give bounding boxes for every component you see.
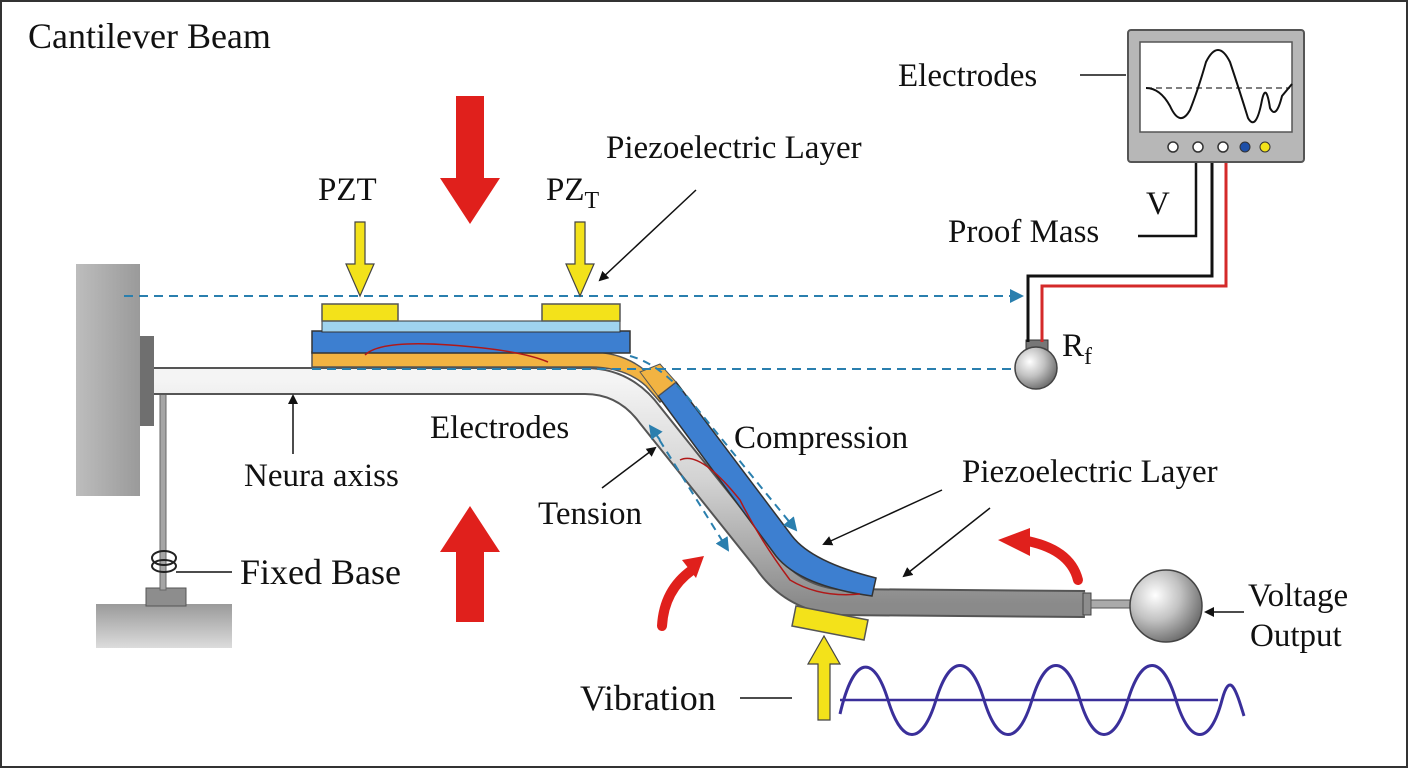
piezo-layer-slope bbox=[656, 380, 877, 597]
compression-dashed-arrow bbox=[629, 355, 798, 532]
label-compression: Compression bbox=[734, 420, 908, 456]
base-mount bbox=[145, 587, 187, 607]
leader-piezo-bottom-1 bbox=[822, 489, 943, 546]
pzt-pad-bottom bbox=[791, 605, 869, 641]
force-arrow-up bbox=[440, 506, 500, 622]
label-electrodes-mid: Electrodes bbox=[430, 410, 569, 446]
leader-tension bbox=[601, 446, 657, 489]
spring-coil-2 bbox=[151, 559, 177, 573]
tension-dashed-arrow bbox=[651, 427, 730, 552]
label-pzt-right: PZT bbox=[546, 172, 600, 214]
wire-black bbox=[1026, 160, 1214, 342]
label-pzt-right-sub: T bbox=[585, 188, 600, 214]
label-pzt-left: PZT bbox=[318, 172, 377, 208]
label-piezo-layer-top: Piezoelectric Layer bbox=[606, 130, 862, 166]
fixed-wall bbox=[76, 264, 140, 496]
diagram-title: Cantilever Beam bbox=[28, 16, 271, 56]
spring-coil bbox=[151, 550, 177, 566]
internal-wire-1 bbox=[364, 343, 549, 363]
pzt-arrow-left bbox=[345, 221, 375, 298]
piezo-layer-top bbox=[311, 330, 631, 354]
label-neutral-axis: Neura axiss bbox=[244, 458, 399, 494]
mass-rod bbox=[1090, 599, 1134, 609]
label-v: V bbox=[1146, 186, 1170, 222]
label-rf-main: R bbox=[1062, 328, 1084, 364]
pzt-pad-left bbox=[321, 303, 399, 322]
label-rf: Rf bbox=[1062, 328, 1092, 370]
pzt-arrow-right bbox=[565, 221, 595, 298]
pzt-pad-right bbox=[541, 303, 621, 322]
clamp-plate bbox=[140, 336, 154, 426]
label-electrodes-top: Electrodes bbox=[898, 58, 1037, 94]
rotation-arrow-right bbox=[1017, 535, 1083, 585]
label-fixed-base: Fixed Base bbox=[240, 552, 401, 592]
rotation-arrow-right-head bbox=[998, 528, 1030, 556]
leader-piezo-bottom-2 bbox=[902, 507, 991, 578]
leader-piezo-top bbox=[598, 189, 697, 282]
label-rf-sub: f bbox=[1084, 344, 1092, 370]
force-arrow-down bbox=[440, 96, 500, 224]
rotation-arrow-left bbox=[657, 565, 697, 631]
oscilloscope-icon bbox=[1127, 29, 1305, 163]
electrode-slope bbox=[639, 363, 677, 397]
rotation-arrow-left-head bbox=[682, 556, 704, 578]
vibration-arrow bbox=[806, 634, 842, 721]
proof-mass-sphere bbox=[1014, 346, 1058, 390]
wire-red bbox=[1040, 160, 1228, 342]
voltage-output-sphere bbox=[1129, 569, 1203, 643]
label-proof-mass: Proof Mass bbox=[948, 214, 1099, 250]
vibration-wave bbox=[838, 664, 1246, 736]
piezo-light-layer bbox=[321, 320, 621, 333]
cantilever-beam bbox=[154, 369, 1086, 616]
fixed-base-block bbox=[96, 604, 232, 648]
label-voltage-output-line1: Voltage bbox=[1248, 578, 1348, 614]
label-vibration: Vibration bbox=[580, 678, 716, 718]
label-tension: Tension bbox=[538, 496, 642, 532]
wire-v bbox=[1138, 160, 1198, 238]
label-pzt-right-main: PZ bbox=[546, 172, 585, 208]
internal-wire-2 bbox=[679, 457, 861, 596]
label-voltage-output-line2: Output bbox=[1250, 618, 1342, 654]
label-piezo-layer-bottom: Piezoelectric Layer bbox=[962, 454, 1218, 490]
beam-end-cap bbox=[1082, 592, 1092, 616]
